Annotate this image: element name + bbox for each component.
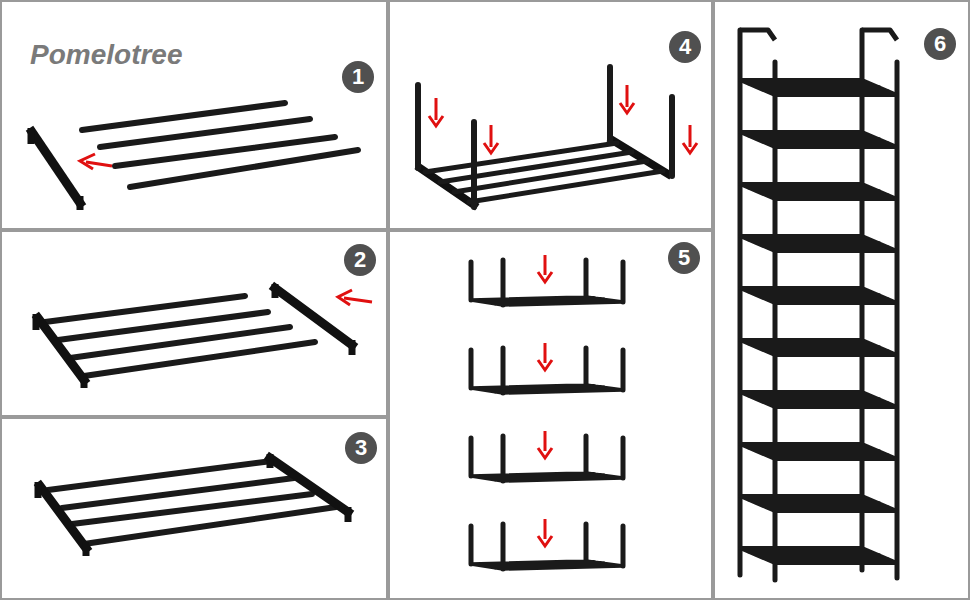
small-shelf (471, 431, 623, 481)
step-circle: 2 (344, 244, 376, 276)
tall-shelf (740, 548, 897, 563)
callout-number: 4 (679, 36, 691, 58)
step-circle: 5 (668, 242, 700, 274)
red-arrow (344, 298, 372, 302)
step-circle: 3 (345, 432, 377, 464)
shelf-rods (82, 103, 358, 187)
tall-shelf (740, 184, 897, 199)
tall-shelf (740, 392, 897, 407)
small-shelf (471, 343, 623, 393)
tall-shelf (740, 340, 897, 355)
step6-rack (740, 30, 897, 580)
tall-shelf (740, 288, 897, 303)
small-shelf (471, 255, 623, 305)
small-shelf (471, 519, 623, 569)
tall-shelf (740, 80, 897, 95)
legs (418, 67, 672, 207)
end-connector (38, 288, 352, 380)
step3-parts (38, 454, 348, 556)
connector-tabs (31, 128, 80, 210)
tall-shelf (740, 444, 897, 459)
tall-shelf (740, 236, 897, 251)
shelf-rods (425, 143, 663, 202)
red-arrowheads (429, 103, 697, 153)
red-arrowhead (338, 290, 352, 305)
callout-number: 5 (678, 247, 690, 269)
step-circle: 1 (342, 61, 374, 93)
callout-number: 3 (355, 437, 367, 459)
brand-label: Pomelotree (30, 40, 183, 71)
rack-handles (740, 30, 897, 40)
step5-parts (471, 255, 623, 569)
step1-parts (31, 103, 358, 210)
red-arrowhead (80, 154, 95, 169)
step4-parts (418, 67, 697, 207)
connector-tabs (38, 454, 348, 556)
rack-posts (740, 30, 897, 580)
callout-number: 6 (934, 33, 946, 55)
red-arrows (436, 85, 690, 147)
end-connector (40, 458, 348, 548)
end-connector (420, 140, 668, 205)
step-circle: 6 (924, 28, 956, 60)
tall-shelf (740, 132, 897, 147)
callout-number: 1 (352, 66, 364, 88)
tall-shelf (740, 496, 897, 511)
end-connector (32, 132, 80, 203)
callout-number: 2 (354, 249, 366, 271)
step2-parts (36, 284, 372, 388)
connector-tabs (36, 284, 352, 388)
step-circle: 4 (669, 31, 701, 63)
shelf-rods (45, 296, 315, 376)
